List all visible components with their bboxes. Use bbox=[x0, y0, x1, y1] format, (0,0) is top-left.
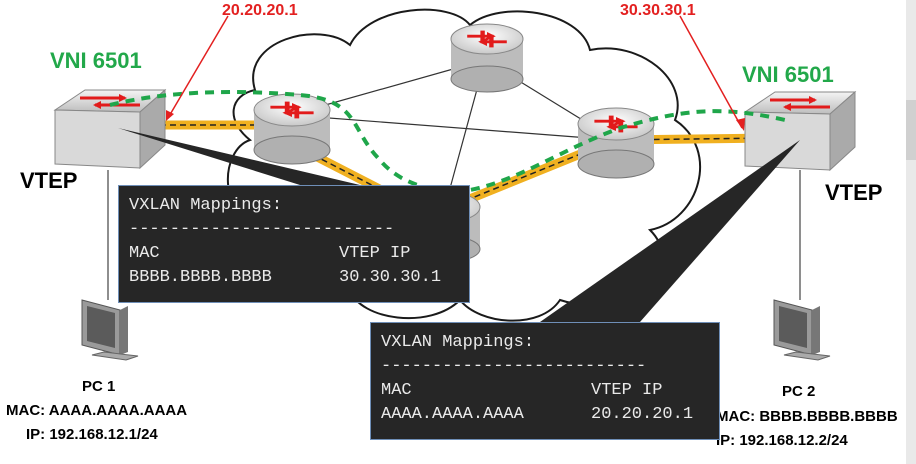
router-icon bbox=[253, 93, 331, 165]
pc-icon bbox=[81, 299, 139, 361]
mapping-col-vtep-ip: VTEP IP bbox=[591, 381, 663, 400]
pc1-name: PC 1 bbox=[82, 378, 116, 395]
mapping-title: VXLAN Mappings: bbox=[129, 196, 283, 215]
pc1-ip: IP: 192.168.12.1/24 bbox=[26, 426, 158, 443]
left-vtep-label: VTEP bbox=[20, 168, 78, 193]
pc2-mac: MAC: BBBB.BBBB.BBBB bbox=[716, 408, 898, 425]
mapping-title: VXLAN Mappings: bbox=[381, 333, 535, 352]
mapping-ip-value: 20.20.20.1 bbox=[591, 405, 694, 424]
left-vni-label: VNI 6501 bbox=[50, 48, 142, 73]
vxlan-mapping-table-left: VXLAN Mappings: ------------------------… bbox=[118, 185, 470, 303]
mapping-ip-value: 30.30.30.1 bbox=[339, 268, 442, 287]
mapping-col-vtep-ip: VTEP IP bbox=[339, 244, 411, 263]
pc2-ip: IP: 192.168.12.2/24 bbox=[716, 432, 848, 449]
callout-pointer bbox=[118, 128, 360, 185]
mapping-col-mac: MAC bbox=[129, 244, 160, 263]
switch-icon bbox=[743, 90, 857, 172]
right-vtep-ip-label: 30.30.30.1 bbox=[620, 2, 696, 19]
mapping-divider: -------------------------- bbox=[381, 357, 647, 376]
router-icon bbox=[577, 107, 655, 179]
callout-pointer bbox=[540, 140, 800, 322]
switch-icon bbox=[53, 88, 167, 170]
mapping-divider: -------------------------- bbox=[129, 220, 395, 239]
vxlan-mapping-table-right: VXLAN Mappings: ------------------------… bbox=[370, 322, 720, 440]
left-vtep-ip-label: 20.20.20.1 bbox=[222, 2, 298, 19]
router-icon bbox=[450, 23, 524, 93]
pc-icon bbox=[773, 299, 831, 361]
mapping-mac-value: BBBB.BBBB.BBBB bbox=[129, 268, 272, 287]
right-vtep-label: VTEP bbox=[825, 180, 883, 205]
pc2-name: PC 2 bbox=[782, 383, 816, 400]
right-vni-label: VNI 6501 bbox=[742, 62, 834, 87]
pc1-mac: MAC: AAAA.AAAA.AAAA bbox=[6, 402, 188, 419]
mapping-col-mac: MAC bbox=[381, 381, 412, 400]
mapping-mac-value: AAAA.AAAA.AAAA bbox=[381, 405, 524, 424]
